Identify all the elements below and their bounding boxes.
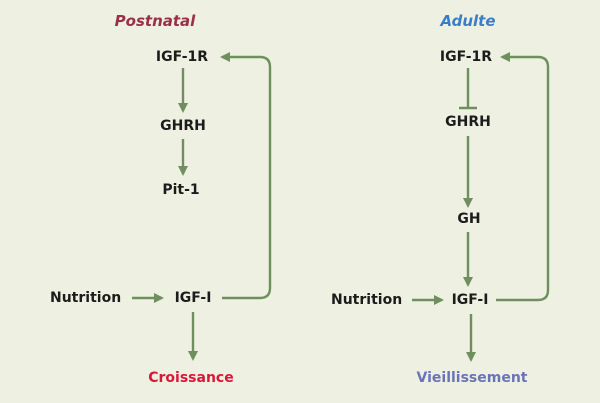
node-igf1r-right: IGF-1R: [439, 49, 493, 65]
feedback-loop-left: [220, 52, 272, 300]
node-pit1-left: Pit-1: [162, 182, 200, 198]
node-igf1r-left: IGF-1R: [155, 49, 209, 65]
node-ghrh-right: GHRH: [445, 114, 491, 130]
feedback-loop-right: [496, 52, 550, 302]
title-postnatal: Postnatal: [114, 12, 196, 30]
node-nutrition-left: Nutrition: [50, 290, 122, 306]
outcome-vieillissement: Vieillissement: [416, 370, 528, 386]
title-adulte: Adulte: [440, 12, 496, 30]
outcome-croissance: Croissance: [148, 370, 234, 386]
node-ghrh-left: GHRH: [160, 118, 206, 134]
node-nutrition-right: Nutrition: [331, 292, 403, 308]
node-igf1-left: IGF-I: [174, 290, 212, 306]
node-igf1-right: IGF-I: [451, 292, 489, 308]
node-gh-right: GH: [457, 211, 481, 227]
